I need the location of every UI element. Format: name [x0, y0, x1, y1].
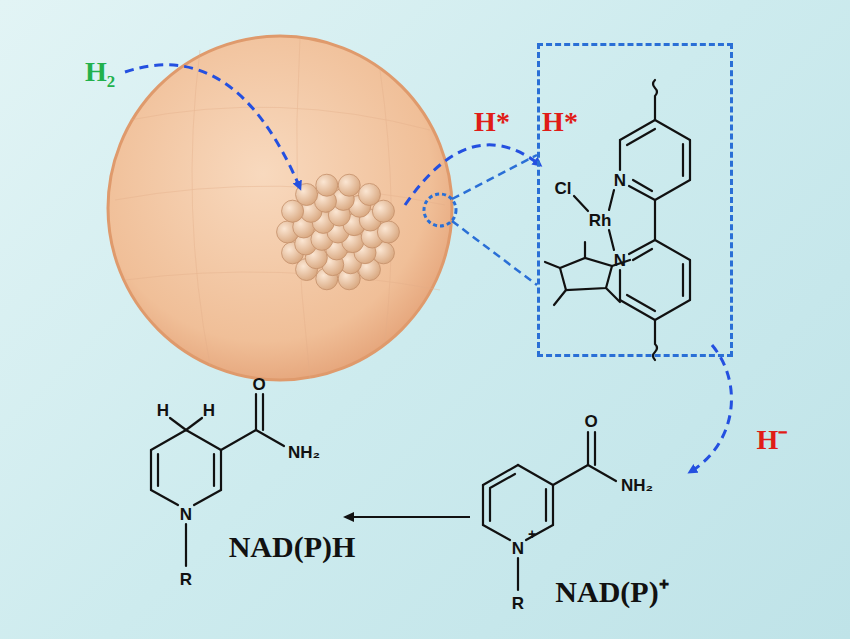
- hydride-arrow: [690, 345, 731, 472]
- charge-label: +: [528, 527, 536, 541]
- atom-label: H: [157, 402, 169, 419]
- nanoparticle-atom: [358, 183, 380, 205]
- hydrogen-label: H*: [542, 108, 578, 136]
- complex-box: ClRhNN: [537, 43, 733, 357]
- support-sphere: [108, 36, 452, 380]
- atom-label: N: [512, 540, 524, 557]
- hydride-label: H⁻: [757, 426, 788, 454]
- atom-label: O: [252, 376, 265, 393]
- zoom-line: [452, 221, 537, 285]
- atom-label: NH₂: [621, 477, 653, 494]
- atom-label: Rh: [589, 212, 612, 229]
- atom-label: R: [180, 571, 192, 588]
- nanoparticle: [277, 174, 400, 290]
- reaction-arrow: [345, 516, 470, 518]
- nadp-structure: [483, 432, 616, 590]
- atom-label: N: [180, 506, 192, 523]
- atom-label: H: [203, 402, 215, 419]
- molecule-name: NAD(P)H: [229, 532, 356, 562]
- atom-label: N: [614, 172, 626, 189]
- atom-label: Cl: [555, 180, 572, 197]
- hydrogen-label: H*: [474, 108, 510, 136]
- zoom-circle: [424, 194, 456, 226]
- h2-label: H₂: [85, 58, 115, 86]
- atom-label: R: [512, 595, 524, 612]
- molecule-name: NAD(P)⁺: [555, 577, 668, 607]
- zoom-line: [452, 155, 537, 199]
- nanoparticle-atom: [338, 174, 360, 196]
- nanoparticle-atom: [316, 174, 338, 196]
- h2-arrow: [125, 65, 300, 188]
- atom-label: N: [614, 252, 626, 269]
- atom-label: NH₂: [288, 444, 320, 461]
- atom-label: O: [584, 413, 597, 430]
- hydrogen-transfer-arrow: [405, 145, 540, 205]
